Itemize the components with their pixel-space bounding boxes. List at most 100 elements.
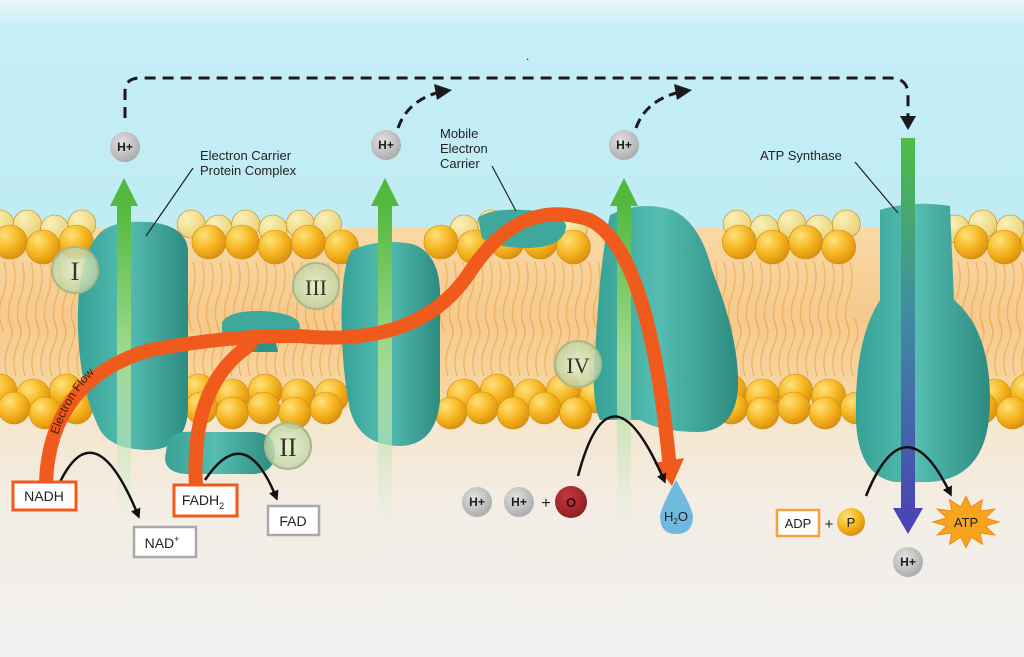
fadh-subscript: 2 <box>219 501 224 511</box>
lipid-head <box>216 396 249 430</box>
lipid-tail <box>574 261 583 333</box>
lipid-tail <box>196 261 205 333</box>
proton-pump-channel-1 <box>117 204 131 534</box>
lipid-head <box>556 229 591 265</box>
lipid-head <box>755 229 790 265</box>
nadh-box: NADH <box>11 480 78 512</box>
lipid-tail <box>493 261 502 333</box>
atp-synthase-channel <box>901 138 915 510</box>
lipid-head <box>746 396 780 430</box>
lipid-head <box>528 391 561 425</box>
lipid-head <box>1020 231 1024 253</box>
electron-flow-arrow <box>39 207 677 489</box>
lipid-head <box>788 224 823 260</box>
fadh2-box: FADH2 <box>172 483 239 518</box>
adp-box: ADP <box>775 508 821 538</box>
svg-text:H+: H+ <box>616 138 632 152</box>
mobile-carrier-label-line-3: Carrier <box>440 156 480 171</box>
proton-ion: H+ <box>893 547 923 577</box>
svg-text:H+: H+ <box>511 495 527 509</box>
lipid-tail <box>25 261 34 333</box>
lipid-tail <box>799 261 808 333</box>
svg-text:IV: IV <box>566 353 589 378</box>
svg-text:O: O <box>566 495 576 510</box>
lipid-tail <box>583 261 592 333</box>
electron-flow-arrowhead <box>654 458 684 486</box>
lipid-tail <box>817 261 826 333</box>
proton-pump-channel-3 <box>378 204 392 539</box>
lipid-tail <box>538 261 547 333</box>
lipid-head <box>0 391 31 425</box>
proton-return-arrowhead <box>900 116 916 130</box>
lipid-head <box>777 391 811 425</box>
svg-text:III: III <box>305 275 327 300</box>
lipid-tail <box>781 261 790 333</box>
svg-text:ADP: ADP <box>785 516 812 531</box>
mobile-carrier-label-line-2: Electron <box>440 141 488 156</box>
complex-1-protein <box>77 221 188 450</box>
svg-text:NADH: NADH <box>24 488 64 504</box>
lipid-head <box>721 224 757 260</box>
nadh-reaction-arc <box>58 451 141 519</box>
nad-box: NAD+ <box>132 525 198 559</box>
oxygen-reaction-arc <box>576 415 667 484</box>
proton-hop-arrow-2 <box>634 90 681 129</box>
lipid-head <box>987 229 1022 265</box>
atp-synthase-leader <box>854 161 899 214</box>
mobile-carrier-leader <box>491 165 517 212</box>
atp-synthase-label: ATP Synthase <box>760 148 842 163</box>
mobile-carrier-label-line-1: Mobile <box>440 126 478 141</box>
complex-3-badge: III <box>292 262 340 310</box>
lipid-head <box>309 391 343 425</box>
lipid-tail <box>1021 347 1024 377</box>
lipid-tail <box>43 261 52 333</box>
complex-1-badge: I <box>51 246 99 294</box>
complex-carrier-leader <box>145 167 194 237</box>
lipid-tail <box>1006 261 1015 333</box>
proton-ion: H+ <box>110 132 140 162</box>
lipid-tail <box>511 261 520 333</box>
lipid-tail <box>979 261 988 333</box>
complex-4-badge: IV <box>554 340 602 388</box>
plus-sign: + <box>825 516 834 533</box>
lipid-tail <box>592 261 601 333</box>
lipid-tail <box>187 261 196 333</box>
water-o: O <box>678 509 688 524</box>
proton-ion: H+ <box>609 130 639 160</box>
water-subscript: 2 <box>673 517 678 526</box>
lipid-head <box>257 229 293 265</box>
lipid-tail <box>16 261 25 333</box>
lipid-tail <box>850 317 859 377</box>
fad-box: FAD <box>266 504 321 537</box>
lipid-tail <box>826 261 835 333</box>
proton-hop-arrow-1 <box>396 90 441 129</box>
lipid-tail <box>484 261 493 333</box>
atp-reaction-arc <box>864 446 952 497</box>
svg-text:H+: H+ <box>469 495 485 509</box>
svg-text:H+: H+ <box>378 138 394 152</box>
lipid-tail <box>502 261 511 333</box>
lipid-tail <box>475 261 484 333</box>
lipid-tail <box>835 261 844 333</box>
lipid-tail <box>556 261 565 333</box>
svg-text:ATP: ATP <box>954 515 978 530</box>
proton-hop-arrowhead-2 <box>674 84 692 100</box>
complex-carrier-label-line-2: Protein Complex <box>200 163 297 178</box>
lipid-head <box>953 224 989 260</box>
lipid-tail <box>988 261 997 333</box>
svg-text:II: II <box>279 433 296 462</box>
lipid-tail <box>1015 261 1024 333</box>
lipid-tail <box>34 261 43 333</box>
lipid-head <box>996 396 1024 430</box>
svg-text:I: I <box>71 257 80 286</box>
complex-2-protein-base <box>165 431 275 474</box>
lipid-tail <box>772 261 781 333</box>
lipid-head <box>290 224 326 260</box>
lipid-head <box>423 224 459 260</box>
lipid-tail <box>529 261 538 333</box>
intermembrane-space <box>0 0 1024 235</box>
svg-text:H+: H+ <box>900 555 916 569</box>
complex-2-badge: II <box>264 422 312 470</box>
lipid-tail <box>0 261 7 333</box>
atp-synthase-arrowhead <box>893 508 923 534</box>
